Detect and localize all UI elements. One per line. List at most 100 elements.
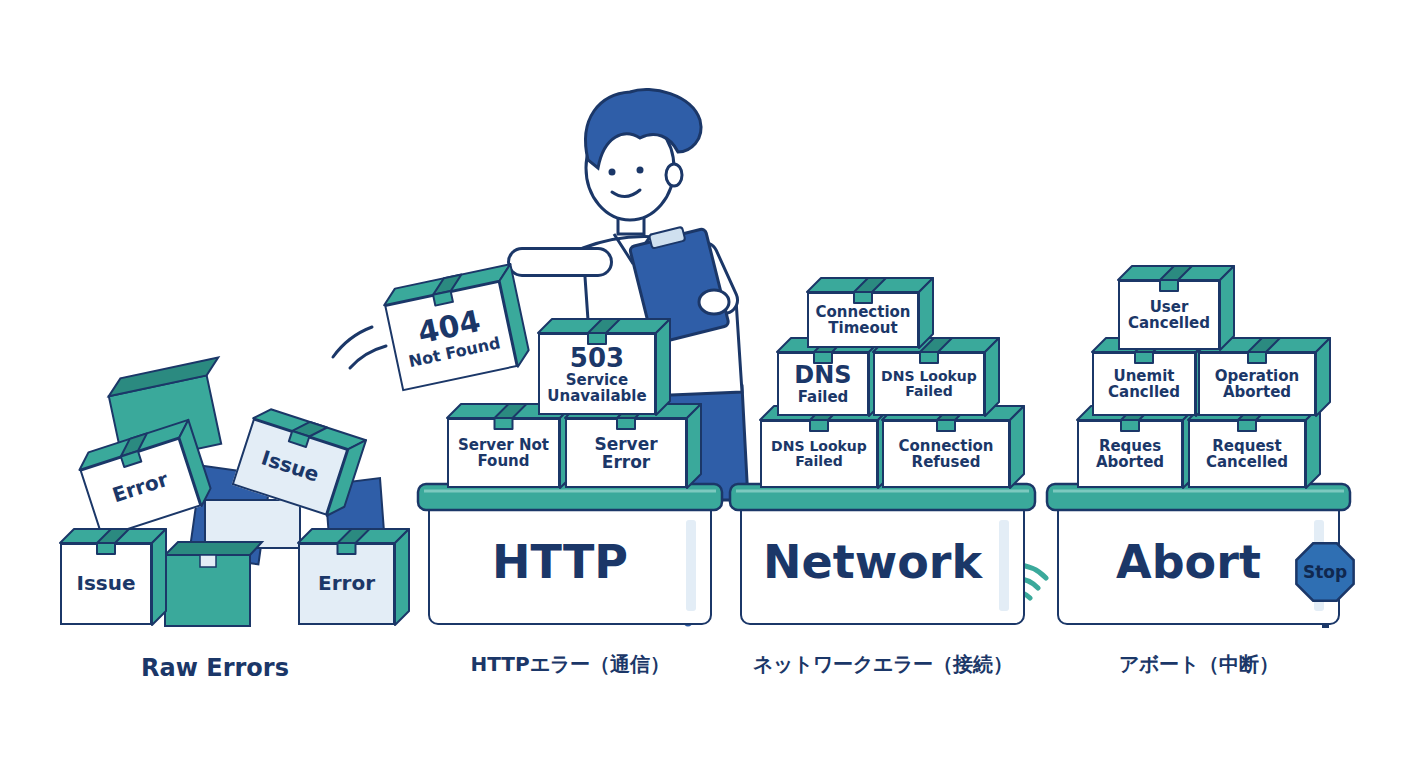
- stop-text: Stop: [1303, 563, 1347, 581]
- box-side: [175, 420, 215, 506]
- error-label: Connection Refused: [887, 438, 1005, 470]
- box-top: [1092, 338, 1210, 352]
- box-top: [760, 406, 892, 420]
- box-tape: [814, 352, 832, 363]
- box-side: [327, 436, 366, 520]
- error-box: Connection Refused: [882, 420, 1010, 488]
- error-label: Connection Timeout: [812, 304, 914, 336]
- error-box: Issue: [232, 418, 349, 515]
- pile-box: [205, 500, 300, 548]
- box-top: [253, 405, 366, 454]
- bin-title: HTTP: [492, 538, 628, 588]
- person-eye: [609, 169, 616, 176]
- person-arm: [522, 247, 598, 277]
- box-top: [873, 338, 999, 352]
- error-label: Server Error: [570, 435, 682, 472]
- wifi-arc: [1000, 592, 1030, 598]
- box-tape: [617, 418, 635, 429]
- stop-octagon: [1296, 543, 1353, 600]
- error-label: Server Not Found: [452, 437, 555, 469]
- box-top: [447, 404, 574, 418]
- box-top: [777, 338, 883, 352]
- box-tape: [1135, 338, 1167, 352]
- box-tape: [937, 406, 969, 420]
- clipboard-clip: [649, 227, 685, 249]
- server-light: [674, 600, 678, 604]
- bin-stripe: [686, 520, 696, 611]
- error-label: Operation Aborted: [1203, 368, 1311, 400]
- bin-rim: [418, 484, 722, 510]
- box-tape: [920, 338, 952, 352]
- box-tape: [1160, 266, 1192, 280]
- box-tape: [854, 292, 872, 303]
- wifi-dot: [1011, 604, 1019, 612]
- box-tape: [1248, 338, 1280, 352]
- box-side: [1010, 406, 1024, 488]
- pile-caption: Raw Errors: [115, 654, 315, 682]
- error-label: Issue: [259, 448, 322, 487]
- box-side: [152, 529, 166, 625]
- error-box: Operation Aborted: [1198, 352, 1316, 416]
- box-top: [381, 264, 513, 305]
- error-label: Reques Aborted: [1082, 438, 1178, 470]
- wifi-icon: [984, 565, 1046, 612]
- box-tape: [338, 529, 370, 543]
- error-label: Error: [110, 469, 171, 507]
- motion-line: [333, 327, 372, 357]
- bin-rim-highlight: [424, 489, 716, 492]
- box-tape: [937, 420, 955, 431]
- box-tape: [920, 352, 938, 363]
- bin-title: Network: [763, 538, 982, 588]
- box-tape: [854, 278, 886, 292]
- box-tape: [1238, 406, 1270, 420]
- box-tape: [1248, 352, 1266, 363]
- server-light: [674, 562, 678, 566]
- server-unit: [668, 557, 708, 572]
- bin-stripe: [999, 520, 1009, 611]
- error-sublabel: Service Unavailable: [543, 372, 651, 404]
- error-box: 503Service Unavailable: [538, 333, 656, 415]
- bin-rim-highlight: [1053, 489, 1344, 492]
- server-light: [674, 581, 678, 585]
- box-top: [60, 529, 166, 543]
- box-side: [1220, 266, 1234, 350]
- box-side: [656, 319, 670, 415]
- error-label: DNS Lookup Failed: [765, 439, 873, 469]
- box-tape: [495, 404, 527, 418]
- pile-tape: [200, 555, 216, 567]
- box-tape: [97, 529, 129, 543]
- box-tape: [433, 291, 453, 306]
- box-top: [1118, 266, 1234, 280]
- error-label: DNS Lookup Failed: [878, 369, 980, 399]
- bin-caption: ネットワークエラー（接続）: [682, 654, 1083, 676]
- person-hand: [699, 290, 729, 314]
- box-top: [565, 404, 701, 418]
- box-tape: [121, 451, 142, 467]
- person-eye: [637, 167, 644, 174]
- box-top: [538, 319, 670, 333]
- error-box: Server Not Found: [447, 418, 560, 488]
- motion-lines: [333, 327, 386, 368]
- person-ear: [666, 164, 682, 186]
- person-hair: [586, 89, 701, 168]
- person-arm: [522, 250, 598, 274]
- box-tape: [1121, 420, 1139, 431]
- box-tape: [1160, 280, 1178, 291]
- error-box: DNSFailed: [777, 352, 869, 416]
- box-side: [919, 278, 933, 348]
- box-tape: [1121, 406, 1153, 420]
- box-top: [1188, 406, 1320, 420]
- error-box: Unemit Canclled: [1092, 352, 1196, 416]
- server-icon: [668, 557, 708, 626]
- bin-caption: HTTPエラー（通信）: [370, 654, 770, 676]
- bin-title: Abort: [1116, 538, 1261, 588]
- error-box: DNS Lookup Failed: [760, 420, 878, 488]
- error-sublabel: Failed: [798, 389, 849, 405]
- box-tape: [338, 543, 356, 554]
- error-box: Request Cancelled: [1188, 420, 1306, 488]
- box-tape: [810, 420, 828, 431]
- error-box: DNS Lookup Failed: [873, 352, 985, 416]
- box-top: [807, 278, 933, 292]
- error-box: Reques Aborted: [1077, 420, 1183, 488]
